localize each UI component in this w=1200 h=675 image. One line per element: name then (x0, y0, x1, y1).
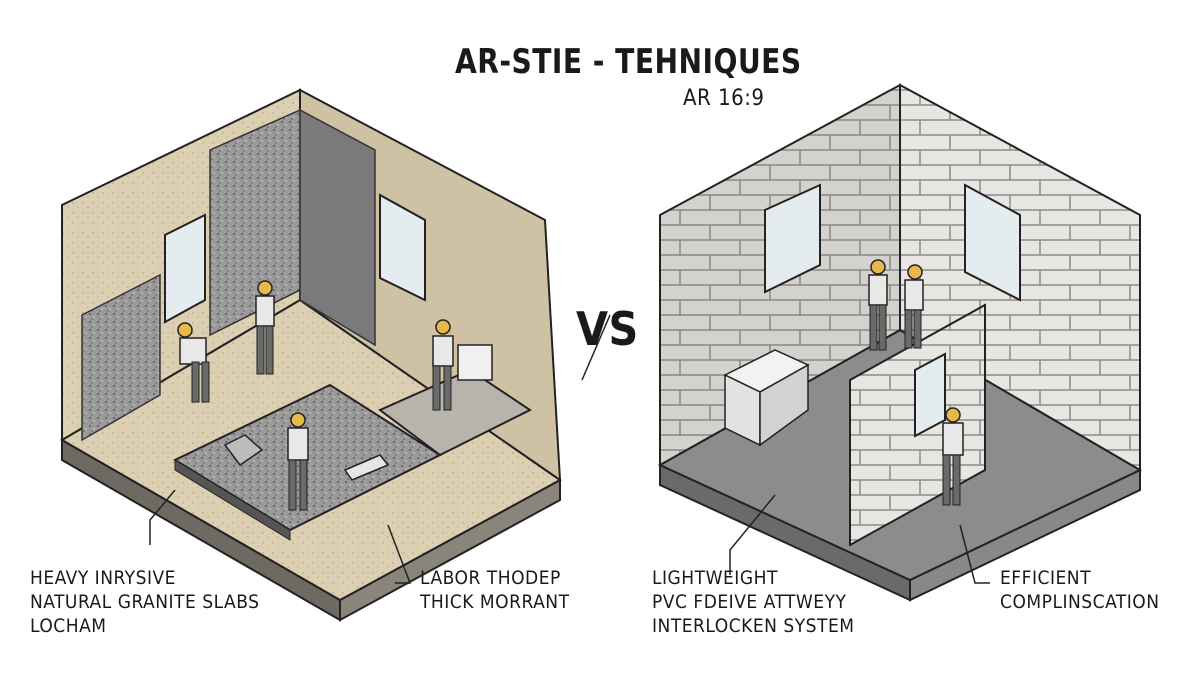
worker (904, 264, 924, 349)
aspect-ratio-subtitle: AR 16:9 (683, 86, 765, 111)
left-room (60, 88, 562, 622)
leader-line (729, 494, 776, 575)
worker (432, 319, 493, 411)
worker (942, 407, 964, 506)
worker (868, 259, 888, 351)
vs-label: VS (576, 302, 639, 356)
right-caption-materials: LIGHTWEIGHT PVC FDEIVE ATTWEYY INTERLOCK… (652, 566, 855, 638)
left-caption-labor: LABOR THODEP THICK MORRANT (420, 566, 570, 614)
rubble (223, 434, 264, 467)
vs-slash (581, 314, 611, 381)
page-title: AR-STIE - TEHNIQUES (455, 42, 802, 82)
slab-edge (174, 459, 291, 541)
right-window (764, 183, 821, 294)
leader-line (149, 489, 176, 545)
left-caption-materials: HEAVY INRYSIVE NATURAL GRANITE SLABS LOC… (30, 566, 259, 638)
sink-cabinet-side (759, 363, 809, 447)
caption-line: INTERLOCKEN SYSTEM (652, 615, 855, 637)
leader-line (387, 524, 412, 584)
caption-line: EFFICIENT (1000, 567, 1092, 589)
worker (255, 280, 275, 375)
caption-line: COMPLINSCATION (1000, 591, 1160, 613)
right-window-side (964, 183, 1021, 302)
left-window (164, 213, 206, 324)
panel-window (914, 352, 946, 438)
granite-panel (299, 108, 376, 347)
left-window-side (379, 193, 426, 302)
right-caption-efficiency: EFFICIENT COMPLINSCATION (1000, 566, 1160, 614)
right-room (657, 83, 1143, 602)
caption-line: LOCHAM (30, 615, 107, 637)
caption-line: HEAVY INRYSIVE (30, 567, 176, 589)
caption-line: PVC FDEIVE ATTWEYY (652, 591, 847, 613)
leader-line (959, 524, 990, 584)
caption-line: NATURAL GRANITE SLABS (30, 591, 260, 613)
caption-line: LIGHTWEIGHT (652, 567, 778, 589)
granite-panel (81, 273, 161, 442)
caption-line: LABOR THODEP (420, 567, 561, 589)
caption-line: THICK MORRANT (420, 591, 570, 613)
worker (177, 322, 210, 403)
worker (287, 412, 309, 511)
mortar-roll (343, 454, 390, 481)
